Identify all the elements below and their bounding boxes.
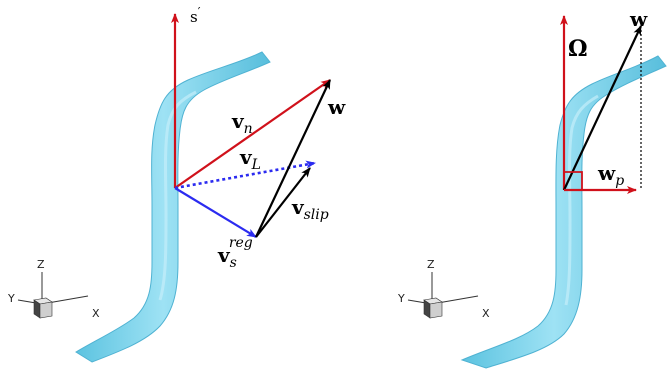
w-p-label: wp xyxy=(597,161,624,189)
left-orientation-triad: Z Y X xyxy=(7,258,100,320)
v-L-label: vL xyxy=(239,145,261,173)
omega-label: Ω xyxy=(568,36,588,62)
right-axis-x-label: X xyxy=(482,307,490,320)
w-arrow-right xyxy=(563,25,642,191)
right-vortex-tube xyxy=(460,55,667,369)
w-label-left: w xyxy=(327,95,346,119)
right-axis-z-label: Z xyxy=(427,258,435,271)
left-vortex-tube xyxy=(75,51,271,363)
v-s-reg-label: vsreg xyxy=(217,235,253,271)
v-s-reg-arrow xyxy=(174,187,257,238)
right-panel: Ω w wp Z Y X xyxy=(397,7,667,369)
v-slip-arrow xyxy=(255,167,311,238)
left-axis-y-label: Y xyxy=(7,292,15,305)
right-orientation-triad: Z Y X xyxy=(397,258,490,320)
right-angle-marker xyxy=(564,171,583,190)
left-axis-x-label: X xyxy=(92,307,100,320)
v-n-arrow xyxy=(174,79,331,189)
left-axis-z-label: Z xyxy=(37,258,45,271)
v-n-label: vn xyxy=(231,109,253,137)
s-prime-label: s′ xyxy=(190,5,201,26)
right-axis-cube xyxy=(423,297,443,319)
left-axis-cube xyxy=(33,297,53,319)
w-arrow-left xyxy=(255,79,331,238)
w-label-right: w xyxy=(629,7,648,31)
right-axis-y-label: Y xyxy=(397,292,405,305)
left-panel: s′ vn vL vsreg w vslip xyxy=(7,5,346,363)
v-slip-label: vslip xyxy=(291,195,329,223)
